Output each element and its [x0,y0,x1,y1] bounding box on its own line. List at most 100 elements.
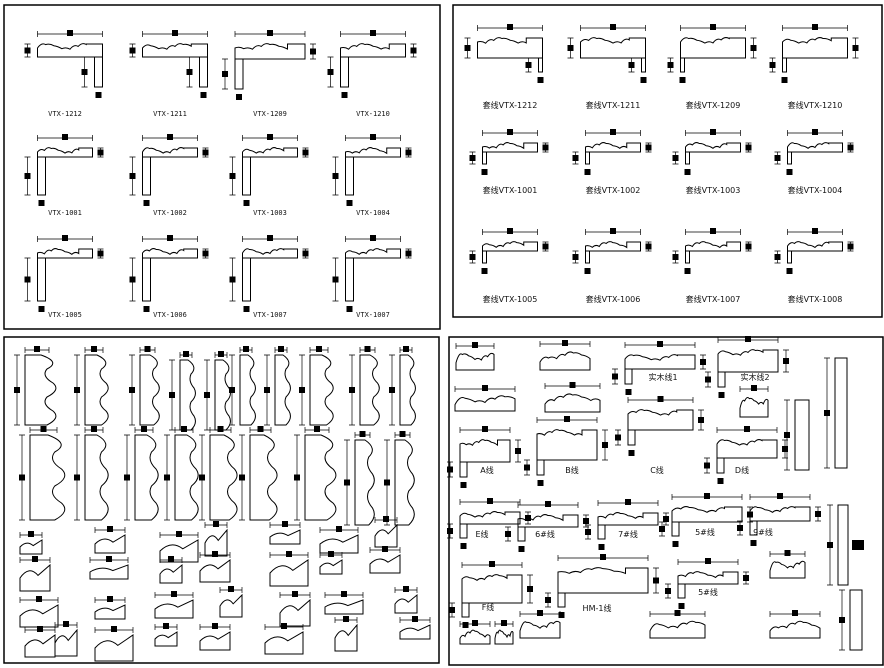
vertical-profile [124,426,159,521]
profile-drawing-vtx-1006: VTX-1006 [129,235,209,319]
dimension-value-marker [625,499,631,505]
molding-profile [334,623,358,652]
molding-profile [716,439,778,459]
small-profile [89,556,129,580]
molding-profile [319,534,359,554]
molding-profile [354,439,375,526]
dimension-value-marker [777,493,783,499]
dimension-value-marker [672,541,679,547]
small-profile [769,550,806,579]
dimension-value-marker [167,134,173,140]
molding-profile [142,43,208,58]
small-profile [324,591,364,615]
dimension-value-marker [217,426,224,432]
dimension-value-marker [847,243,854,250]
dimension-value-marker [525,515,531,521]
molding-profile [89,564,129,580]
dimension-value-marker [665,588,671,594]
dimension-value-marker [852,45,859,51]
small-profile [19,531,43,555]
molding-profile [717,349,779,373]
dimension-value-marker [302,149,309,156]
dimension-value-marker [487,498,493,504]
molding-profile [685,241,741,252]
small-profile [154,591,194,619]
vertical-profile [344,431,375,526]
dimension-value-marker [545,501,551,507]
small-profile [269,521,301,545]
dimension-value-marker [704,462,710,469]
molding-profile [319,559,343,575]
dimension-value-marker [141,426,147,432]
dimension-value-marker [299,387,305,393]
profile-label: 套线VTX-1004 [788,185,843,195]
dimension-value-marker [349,387,355,393]
profile-drawing-10: 9#线 [737,493,821,546]
molding-profile [345,248,401,259]
dimension-value-marker [545,597,551,603]
dimension-value-marker [827,542,833,548]
molding-profile [536,429,598,461]
dimension-value-marker [839,617,845,623]
profile-leg [787,250,792,264]
dimension-value-marker [14,387,20,393]
molding-profile [159,563,183,584]
dimension-value-marker [67,30,73,36]
profile-leg [459,523,468,539]
dimension-value-marker [163,623,169,629]
dimension-value-marker [684,169,691,175]
dimension-value-marker [482,385,488,391]
molding-profile [274,354,291,426]
profile-drawing-9: 套线VTX-1006 [572,228,652,304]
vertical-profile [129,346,160,426]
dimension-value-marker [507,24,513,30]
dimension-value-marker [678,603,685,609]
profile-drawing-2: 套线VTX-1209 [667,24,757,110]
dimension-value-marker [200,92,207,98]
molding-profile [477,37,543,59]
profile-drawing-13: 5#线 [665,558,749,609]
profile-label: 套线VTX-1007 [686,294,741,304]
molding-profile [204,528,228,557]
molding-profile [199,631,231,651]
profile-leg [624,368,633,385]
molding-profile [269,529,301,545]
dimension-value-marker [489,561,495,567]
molding-profile [214,359,231,431]
profile-drawing-10: 套线VTX-1007 [672,228,752,304]
dimension-value-marker [750,540,757,546]
dimension-value-marker [628,450,635,456]
dimension-value-marker [24,276,31,283]
dimension-value-marker [667,62,674,68]
dimension-value-marker [482,426,488,432]
profile-label: 7#线 [618,529,638,539]
vertical-profile [349,346,380,426]
vertical-profile [19,426,66,521]
dimension-value-marker [460,543,467,549]
panel-top-right-frame [452,4,883,318]
dimension-value-marker [169,392,175,398]
profile-leg [557,592,566,608]
dimension-value-marker [653,577,659,584]
dimension-value-marker [403,586,409,592]
dimension-value-marker [584,169,591,175]
profile-drawing-2: A线 [447,426,521,488]
profile-leg [538,57,543,73]
dimension-value-marker [37,626,43,632]
dimension-value-marker [124,474,130,481]
molding-profile [459,439,511,463]
dimension-value-marker [62,235,68,241]
dimension-value-marker [572,155,579,161]
dimension-value-marker [236,94,242,100]
profile-drawing-1: 实木线2 [705,336,789,398]
molding-profile [482,241,538,252]
profile-label: VTX-1002 [153,209,187,217]
dimension-value-marker [302,250,309,257]
dimension-value-marker [710,129,716,135]
molding-profile [624,354,696,370]
dimension-value-marker [286,551,292,557]
dimension-value-marker [784,432,790,438]
dimension-value-marker [164,474,170,481]
dimension-value-marker [784,550,791,556]
dimension-value-marker [628,62,635,68]
